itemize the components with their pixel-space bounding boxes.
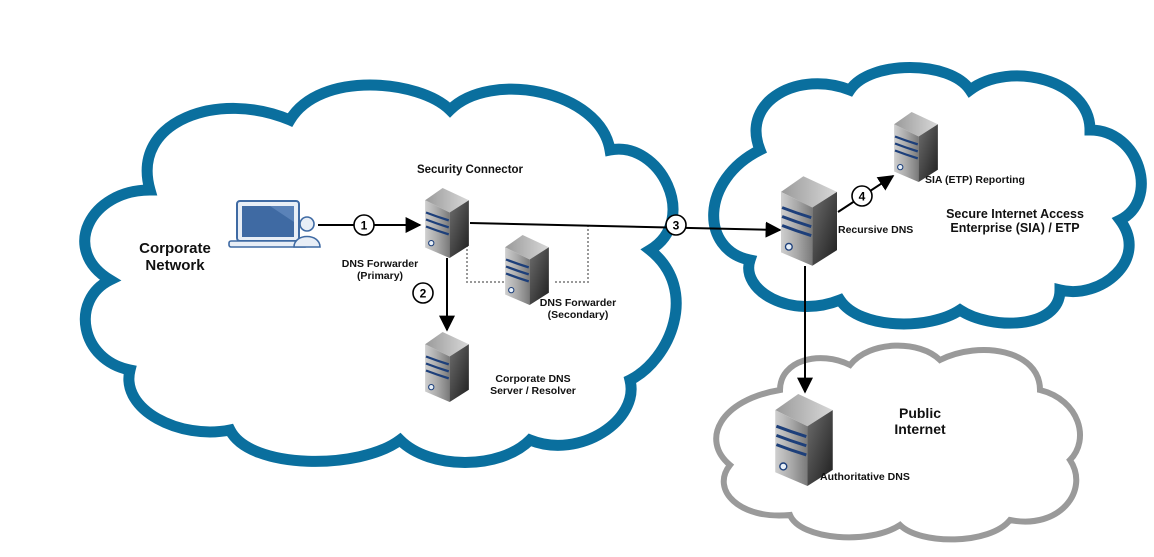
arrow-step-3 [469,221,782,238]
sia-reporting-label: SIA (ETP) Reporting [925,174,1025,186]
corporate-dns-server-icon [424,332,470,402]
dns-forwarder-primary-line2: (Primary) [356,270,404,283]
sia-cloud [708,62,1147,330]
dns-forwarder-secondary-line2: (Secondary) [547,309,609,322]
secondary-link [466,225,589,283]
security-connector-label: Security Connector [416,164,524,176]
sia-cloud-label-line1: Secure Internet Access [946,207,1084,221]
corporate-network-label-line1: Corporate [139,240,211,257]
svg-text:1: 1 [361,219,368,233]
corporate-network-label-line2: Network [145,257,205,275]
dns-forwarder-secondary-line1: DNS Forwarder [539,297,617,309]
corporate-cloud [79,79,682,468]
dns-forwarder-primary-server-icon [424,188,470,258]
dns-forwarder-primary-label: DNS Forwarder (Primary) [330,258,430,282]
step-badge-3: 3 [665,214,687,236]
svg-text:4: 4 [859,190,866,204]
svg-text:2: 2 [420,287,427,301]
dns-forwarder-secondary-label: DNS Forwarder (Secondary) [528,297,628,321]
public-cloud [713,342,1083,543]
corporate-network-label: Corporate Network [120,240,230,275]
public-internet-label-line1: Public [898,405,941,421]
step-badge-4: 4 [851,185,873,207]
step-badge-2: 2 [412,282,434,304]
sia-cloud-label: Secure Internet Access Enterprise (SIA) … [930,207,1100,236]
recursive-dns-server-icon [781,176,837,266]
public-internet-label: Public Internet [880,405,960,437]
corporate-dns-line2: Server / Resolver [490,385,576,398]
sia-reporting-server-icon [893,112,939,182]
dns-forwarder-secondary-server-icon [504,235,550,305]
dns-forwarder-primary-line1: DNS Forwarder [341,258,419,270]
public-internet-label-line2: Internet [894,421,946,438]
svg-text:3: 3 [673,219,680,233]
corporate-dns-line1: Corporate DNS [495,373,571,385]
sia-cloud-label-line2: Enterprise (SIA) / ETP [950,221,1080,236]
authoritative-dns-label: Authoritative DNS [820,471,910,483]
step-badge-1: 1 [353,214,375,236]
recursive-dns-label: Recursive DNS [838,224,914,236]
corporate-dns-label: Corporate DNS Server / Resolver [478,373,588,397]
laptop-user-icon [228,200,321,248]
